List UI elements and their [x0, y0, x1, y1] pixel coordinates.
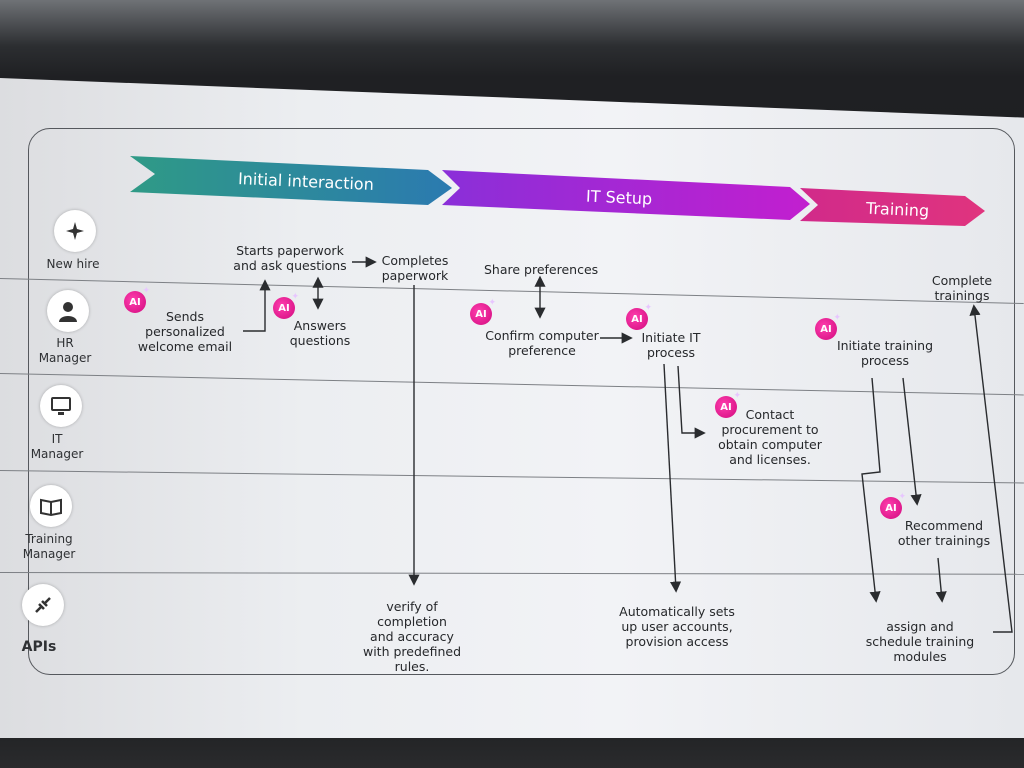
phase-arrow-it-setup	[442, 170, 810, 220]
connector-training-to-apis	[861, 377, 881, 603]
sparkle-icon: ✦	[733, 391, 741, 401]
ai-badge: AI✦	[715, 391, 741, 418]
sparkle-icon: ✦	[488, 298, 496, 308]
node-recommend-trainings: Recommend other trainings	[897, 518, 991, 548]
monitor-icon	[40, 385, 82, 427]
phase-banner	[130, 156, 985, 226]
ai-badge: AI✦	[815, 313, 841, 340]
node-verify: verify of completion and accuracy with p…	[362, 599, 462, 674]
ai-badge: AI✦	[626, 303, 652, 330]
sparkle-icon	[54, 210, 96, 252]
lane-label-hr-manager: HR Manager	[38, 336, 92, 365]
lane-label-training-manager: Training Manager	[22, 532, 76, 561]
connector-initiate-it-to-apis	[663, 363, 682, 593]
sparkle-icon: ✦	[142, 286, 150, 296]
diagram-frame	[28, 128, 1015, 675]
phase-arrow-initial	[130, 156, 452, 205]
node-answers-questions: Answers questions	[289, 318, 351, 348]
ai-badge: AI✦	[880, 492, 906, 519]
connector-initiate-it-to-procurement	[677, 365, 706, 439]
person-icon	[47, 290, 89, 332]
connector-email-to-paperwork	[243, 279, 271, 332]
ai-badge: AI✦	[470, 298, 496, 325]
node-initiate-it: Initiate IT process	[641, 330, 701, 360]
connector-assign-to-complete	[969, 304, 1013, 633]
connector-recommend-to-assign	[935, 557, 947, 603]
plug-icon	[22, 584, 64, 626]
sparkle-icon: ✦	[291, 292, 299, 302]
sparkle-icon: ✦	[644, 303, 652, 313]
sparkle-icon: ✦	[833, 313, 841, 323]
node-completes-paperwork: Completes paperwork	[381, 253, 449, 283]
node-share-preferences: Share preferences	[484, 262, 599, 277]
node-confirm-preference: Confirm computer preference	[485, 328, 599, 358]
sparkle-icon: ✦	[898, 492, 906, 502]
book-icon	[30, 485, 72, 527]
lane-label-it-manager: IT Manager	[30, 432, 84, 461]
node-sends-email: Sends personalized welcome email	[137, 309, 233, 354]
node-assign-schedule: assign and schedule training modules	[865, 619, 975, 664]
connector-training-to-recommend	[902, 377, 922, 506]
ai-badge: AI✦	[273, 292, 299, 319]
lane-label-new-hire: New hire	[46, 257, 100, 271]
phase-arrow-training	[800, 188, 985, 226]
lane-label-apis: APIs	[21, 639, 57, 655]
node-auto-accounts: Automatically sets up user accounts, pro…	[619, 604, 735, 649]
node-complete-trainings: Complete trainings	[931, 273, 993, 303]
ai-badge: AI✦	[124, 286, 150, 313]
node-contact-procurement: Contact procurement to obtain computer a…	[718, 407, 822, 467]
node-initiate-training: Initiate training process	[836, 338, 934, 368]
node-starts-paperwork: Starts paperwork and ask questions	[233, 243, 347, 273]
